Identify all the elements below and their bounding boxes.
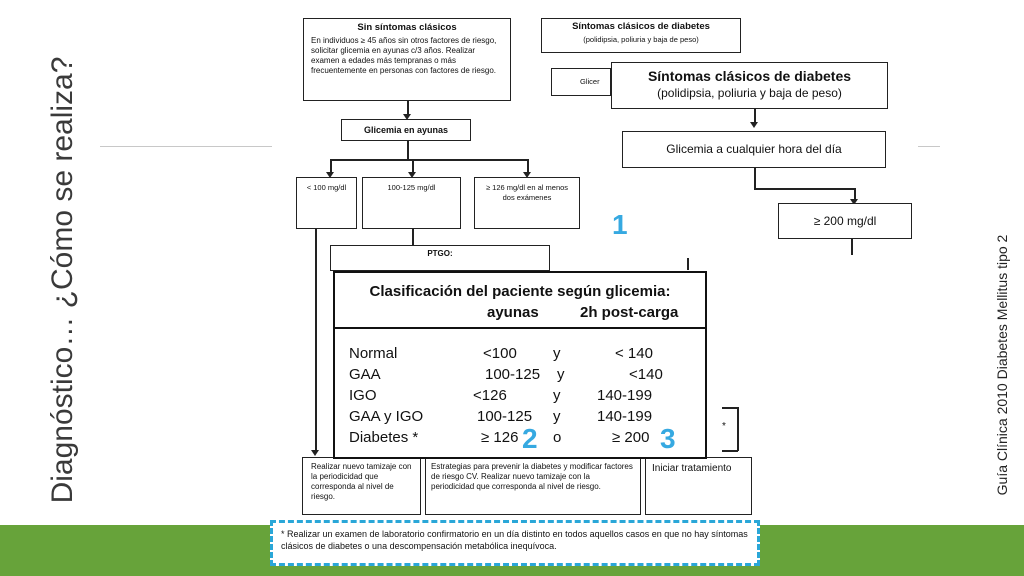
bottom-right-box: Iniciar tratamiento bbox=[645, 457, 752, 515]
row-name: IGO bbox=[349, 387, 377, 404]
connector bbox=[851, 239, 853, 255]
glicer-partial-text: Glicer bbox=[580, 77, 600, 86]
row-conj: y bbox=[557, 366, 565, 383]
row-conj: y bbox=[553, 345, 561, 362]
marker-3: 3 bbox=[660, 423, 676, 454]
range100-125-box: 100-125 mg/dl bbox=[362, 177, 461, 229]
connector bbox=[412, 229, 414, 245]
citation-text: Guía Clínica 2010 Diabetes Mellitus tipo… bbox=[994, 234, 1010, 496]
row-post: <140 bbox=[629, 366, 663, 383]
arrow bbox=[750, 122, 758, 128]
arrow bbox=[850, 199, 858, 205]
marker-2: 2 bbox=[522, 423, 538, 454]
row-post: 140-199 bbox=[597, 408, 653, 425]
row-name: GAA y IGO bbox=[349, 408, 424, 425]
symptoms-small-subtitle: (polidipsia, poliuria y baja de peso) bbox=[583, 35, 699, 44]
row-post: ≥ 200 bbox=[612, 429, 650, 446]
bottom-left-box: Realizar nuevo tamizaje con la periodici… bbox=[302, 457, 421, 515]
symptoms-overlay-title: Síntomas clásicos de diabetes bbox=[647, 68, 852, 84]
title-divider bbox=[100, 146, 272, 147]
row-fasting: 100-125 bbox=[485, 366, 541, 383]
symptoms-overlay-subtitle: (polidipsia, poliuria y baja de peso) bbox=[657, 86, 842, 100]
any-time-text: Glicemia a cualquier hora del día bbox=[666, 142, 842, 156]
classification-row: Normal <100 y < 140 bbox=[335, 345, 705, 366]
connector bbox=[754, 109, 756, 123]
classification-col-post: 2h post-carga bbox=[580, 304, 679, 321]
ge126-text: ≥ 126 mg/dl en al menos dos exámenes bbox=[485, 183, 569, 202]
classification-row: GAA 100-125 y <140 bbox=[335, 366, 705, 387]
ge200-box: ≥ 200 mg/dl bbox=[778, 203, 912, 239]
arrow bbox=[326, 172, 334, 178]
no-symptoms-title: Sin síntomas clásicos bbox=[357, 22, 457, 33]
bottom-mid-text: Estrategias para prevenir la diabetes y … bbox=[431, 462, 633, 491]
no-symptoms-body: En individuos ≥ 45 años sin otros factor… bbox=[311, 36, 497, 75]
ge200-text: ≥ 200 mg/dl bbox=[813, 214, 877, 228]
row-post: 140-199 bbox=[597, 387, 653, 404]
row-fasting: 100-125 bbox=[477, 408, 533, 425]
slide-title-text: Diagnóstico… ¿Cómo se realiza? bbox=[46, 56, 79, 504]
lt100-box: < 100 mg/dl bbox=[296, 177, 357, 229]
bottom-left-text: Realizar nuevo tamizaje con la periodici… bbox=[311, 462, 412, 501]
connector bbox=[854, 188, 856, 200]
no-symptoms-box: Sin síntomas clásicos En individuos ≥ 45… bbox=[303, 18, 511, 101]
footnote-box: * Realizar un examen de laboratorio conf… bbox=[270, 520, 760, 566]
connector bbox=[330, 159, 528, 161]
symptoms-small-title: Síntomas clásicos de diabetes bbox=[572, 21, 710, 32]
connector bbox=[407, 141, 409, 159]
row-conj: o bbox=[553, 429, 562, 446]
any-time-box: Glicemia a cualquier hora del día bbox=[622, 131, 886, 168]
bracket bbox=[737, 407, 739, 451]
range100-125-text: 100-125 mg/dl bbox=[387, 183, 436, 192]
row-post: < 140 bbox=[615, 345, 653, 362]
fasting-text: Glicemia en ayunas bbox=[363, 125, 449, 135]
slide-title: Diagnóstico… ¿Cómo se realiza? bbox=[18, 40, 108, 520]
bottom-right-text: Iniciar tratamiento bbox=[652, 463, 732, 474]
arrow bbox=[408, 172, 416, 178]
lt100-text: < 100 mg/dl bbox=[306, 183, 347, 192]
classification-title: Clasificación del paciente según glicemi… bbox=[369, 283, 671, 300]
connector bbox=[754, 168, 756, 189]
symptoms-overlay-box: Síntomas clásicos de diabetes (polidipsi… bbox=[611, 62, 888, 109]
ptgo-label: PTGO: bbox=[427, 249, 453, 258]
bracket bbox=[722, 407, 738, 409]
symptoms-small-box: Síntomas clásicos de diabetes (polidipsi… bbox=[541, 18, 741, 53]
row-name: GAA bbox=[349, 366, 381, 383]
ptgo-box: PTGO: bbox=[330, 245, 550, 271]
row-conj: y bbox=[553, 387, 561, 404]
row-name: Normal bbox=[349, 345, 398, 362]
row-fasting: <100 bbox=[483, 345, 517, 362]
connector bbox=[315, 229, 317, 451]
marker-1: 1 bbox=[612, 209, 628, 240]
ge126-box: ≥ 126 mg/dl en al menos dos exámenes bbox=[474, 177, 580, 229]
connector bbox=[754, 188, 855, 190]
classification-row: IGO <126 y 140-199 bbox=[335, 387, 705, 408]
connector bbox=[407, 101, 409, 116]
classification-panel: Clasificación del paciente según glicemi… bbox=[333, 271, 707, 459]
connector bbox=[687, 258, 689, 270]
row-conj: y bbox=[553, 408, 561, 425]
glicer-partial-box: Glicer bbox=[551, 68, 611, 96]
asterisk-mark: * bbox=[722, 421, 726, 432]
connector bbox=[330, 159, 332, 174]
arrow bbox=[523, 172, 531, 178]
row-fasting: ≥ 126 bbox=[481, 429, 519, 446]
arrow bbox=[311, 450, 319, 456]
footnote-text: * Realizar un examen de laboratorio conf… bbox=[281, 529, 748, 551]
connector bbox=[412, 159, 414, 174]
row-fasting: <126 bbox=[473, 387, 507, 404]
bracket bbox=[722, 450, 738, 452]
classification-row: GAA y IGO 100-125 y 140-199 bbox=[335, 408, 705, 429]
fasting-box: Glicemia en ayunas bbox=[341, 119, 471, 141]
title-divider-right bbox=[918, 146, 940, 147]
citation: Guía Clínica 2010 Diabetes Mellitus tipo… bbox=[982, 200, 1022, 530]
row-name: Diabetes * bbox=[349, 429, 419, 446]
arrow bbox=[403, 114, 411, 120]
classification-row: Diabetes * ≥ 126 o ≥ 200 bbox=[335, 429, 705, 450]
classification-col-fasting: ayunas bbox=[487, 304, 539, 321]
bottom-mid-box: Estrategias para prevenir la diabetes y … bbox=[425, 457, 641, 515]
connector bbox=[527, 159, 529, 174]
classification-separator bbox=[335, 327, 705, 329]
